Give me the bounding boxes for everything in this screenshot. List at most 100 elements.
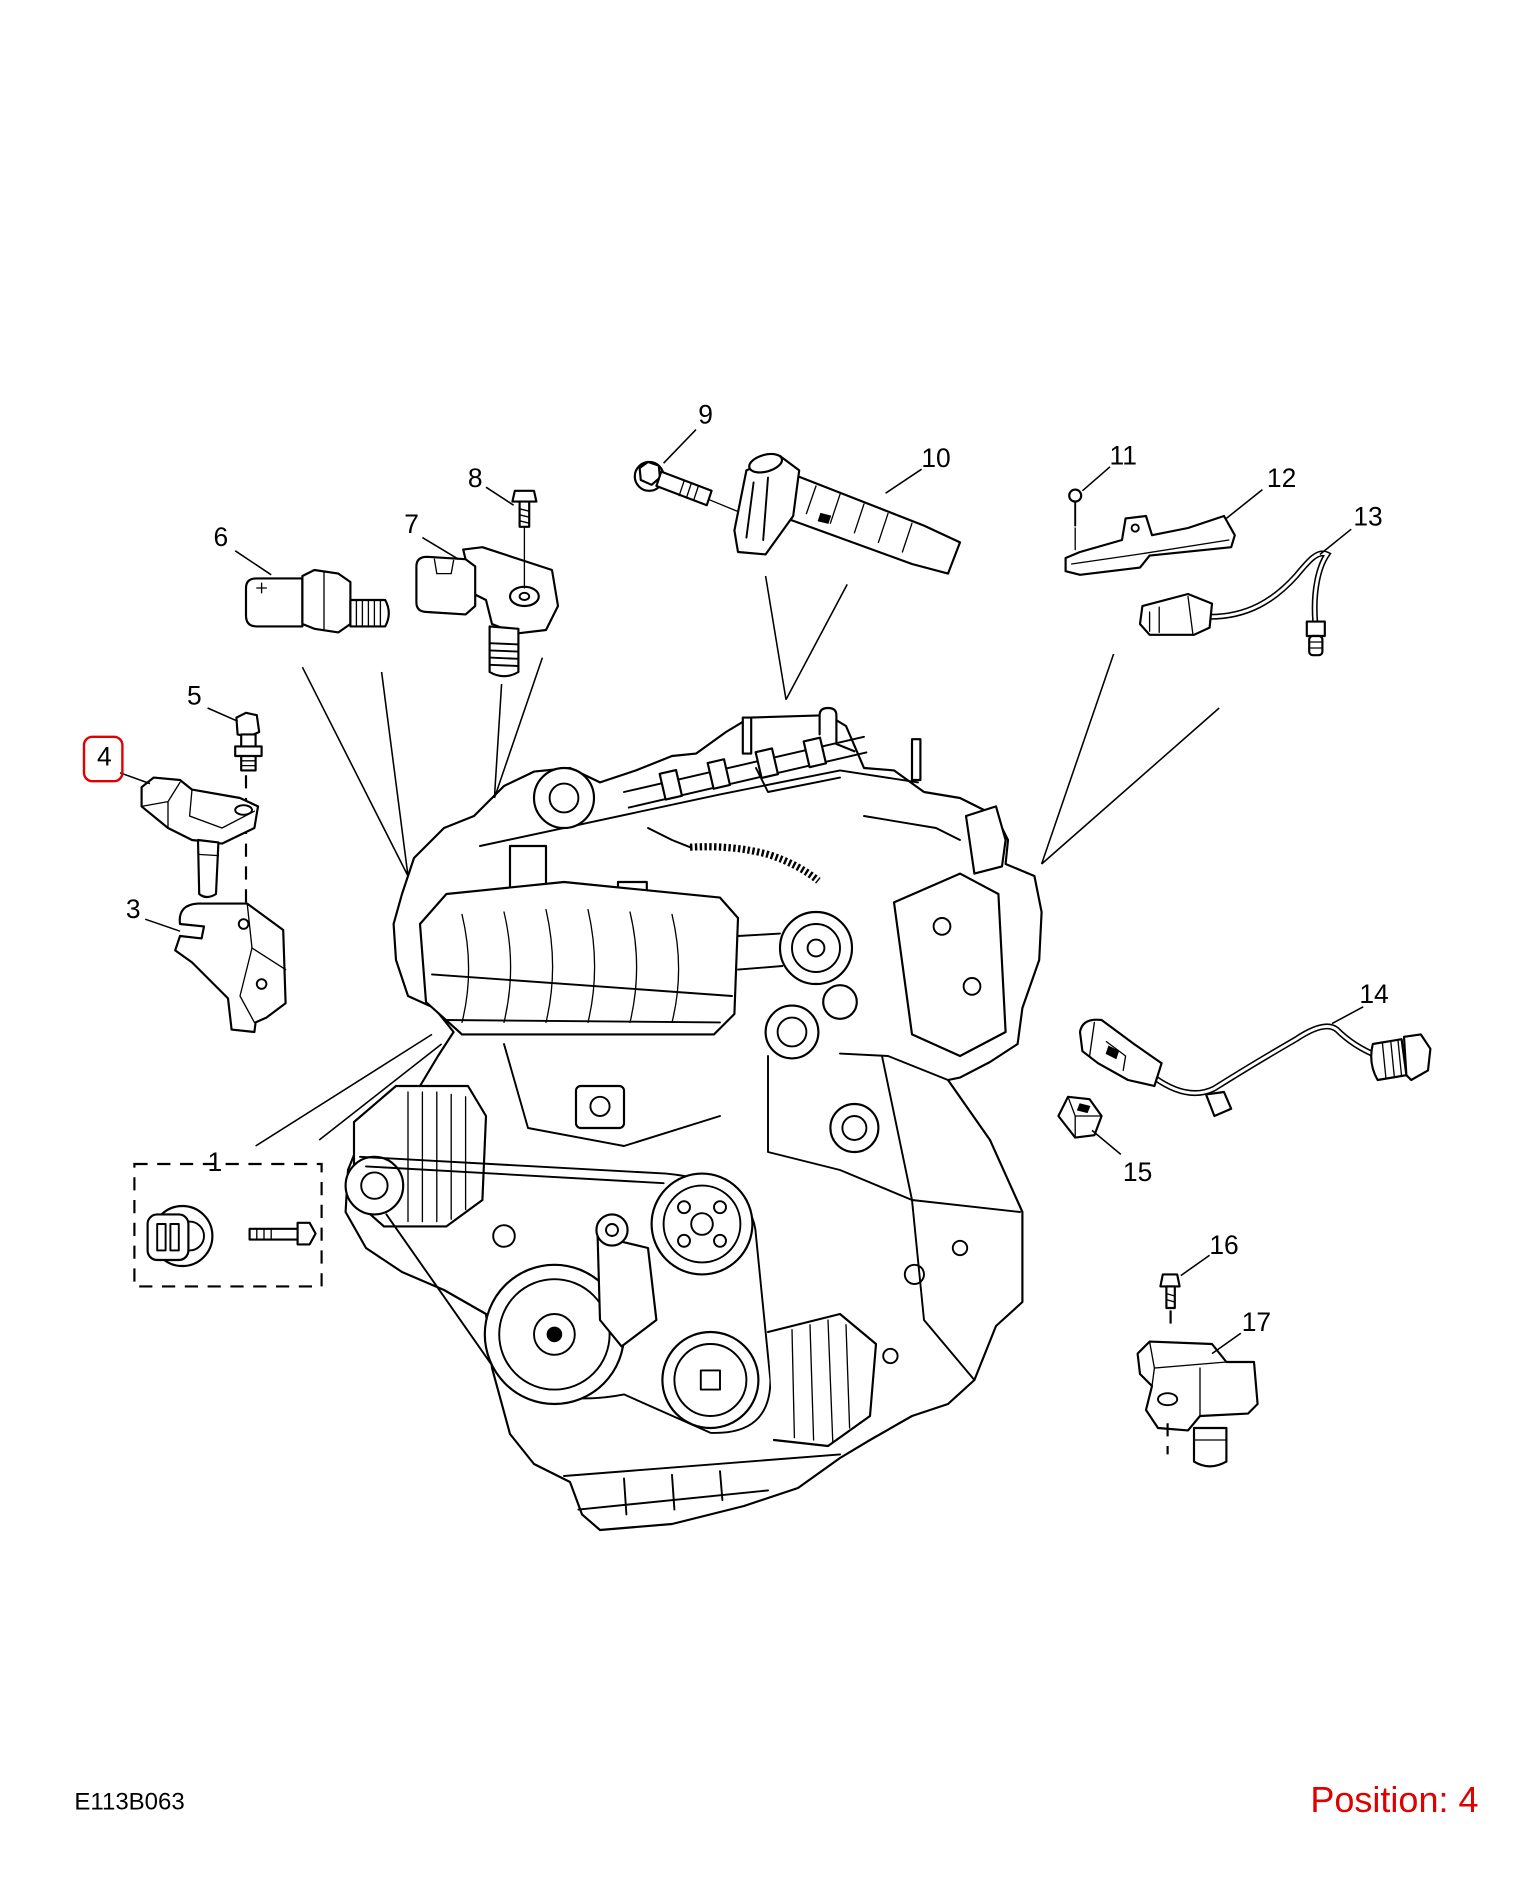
part-15-clip-slot: [1076, 1103, 1091, 1114]
part-9[interactable]: [633, 460, 750, 517]
leader-line-8: [485, 486, 515, 506]
oil-pan-rib: [623, 1470, 724, 1516]
intake-manifold: [418, 880, 740, 1036]
part-16[interactable]: [1159, 1273, 1181, 1332]
intake-flange: [443, 1019, 721, 1024]
block-boss: [574, 1084, 626, 1130]
part-4-mount-hole: [234, 804, 253, 816]
part-10-body-lines: [805, 485, 913, 553]
block-boss-hole: [589, 1095, 611, 1117]
throttle-body-bore: [791, 923, 841, 973]
part-5-thread: [240, 760, 257, 767]
callout-label-10[interactable]: 10: [921, 443, 950, 473]
engine-mount-bracket: [892, 872, 1007, 1058]
part-5-flange: [234, 745, 263, 758]
part-10[interactable]: [733, 451, 962, 575]
part-9-thread: [678, 480, 700, 502]
housing-port: [764, 1004, 820, 1060]
block-hole: [903, 1263, 925, 1285]
callout-label-6[interactable]: 6: [213, 522, 228, 552]
ac-compressor-pulley: [661, 1330, 760, 1430]
housing-port: [822, 984, 858, 1020]
part-6[interactable]: [244, 568, 390, 634]
part-6-hex: [301, 568, 352, 634]
leader-line-3: [144, 918, 181, 932]
leader-line-16: [1180, 1254, 1211, 1277]
part-13-connector: [1138, 592, 1214, 636]
pointer-line-13: [1041, 707, 1220, 865]
part-16-thread: [1165, 1292, 1176, 1303]
part-8[interactable]: [511, 489, 538, 589]
block-detail: [503, 1043, 721, 1147]
callout-label-13[interactable]: 13: [1353, 502, 1382, 532]
callout-label-5[interactable]: 5: [187, 680, 202, 710]
throttle-body-shaft: [806, 938, 826, 958]
throttle-pipe: [737, 932, 784, 971]
leader-line-15: [1091, 1129, 1122, 1155]
part-13-sensor-thread: [1308, 641, 1324, 649]
callout-label-4[interactable]: 4: [97, 742, 112, 772]
leader-line-9: [663, 429, 697, 464]
leader-line-5: [207, 707, 238, 722]
housing-port: [829, 1102, 880, 1154]
part-1-bolt-thread: [256, 1228, 272, 1241]
part-7-bracket: [462, 546, 560, 635]
callout-label-9[interactable]: 9: [698, 400, 713, 430]
callout-label-1[interactable]: 1: [207, 1147, 222, 1177]
leader-line-13: [1319, 528, 1352, 556]
part-14-cable-clip: [1204, 1090, 1233, 1118]
part-11[interactable]: [1068, 488, 1083, 551]
injector: [754, 747, 780, 780]
part-14[interactable]: [1078, 1018, 1432, 1118]
part-5-nut: [235, 711, 261, 738]
corrugated-hose: [689, 843, 821, 884]
part-6-connector-mark: [256, 582, 268, 594]
leader-line-10: [885, 468, 923, 494]
pointer-line-12: [1040, 653, 1115, 865]
part-7-mount-hole: [508, 585, 540, 608]
callout-label-3[interactable]: 3: [126, 894, 141, 924]
crankshaft-pulley-ring: [498, 1278, 611, 1391]
housing-port-inner: [841, 1115, 868, 1141]
part-14-cable-core: [1152, 1025, 1380, 1095]
callout-label-17[interactable]: 17: [1242, 1307, 1271, 1337]
part-15[interactable]: [1057, 1095, 1103, 1139]
water-pump-bolt-hole: [713, 1200, 727, 1215]
part-4-pipe: [196, 838, 220, 899]
part-7[interactable]: [415, 546, 560, 678]
position-label: Position: 4: [1310, 1779, 1478, 1820]
callout-label-11[interactable]: 11: [1109, 440, 1136, 470]
part-1[interactable]: [133, 1162, 323, 1288]
part-15-clip-edge: [1067, 1096, 1103, 1139]
part-14-connector-face: [1088, 1021, 1127, 1072]
part-13[interactable]: [1138, 550, 1332, 657]
part-1-connector-slot: [156, 1223, 167, 1252]
callout-label-8[interactable]: 8: [468, 463, 483, 493]
part-3[interactable]: [174, 902, 287, 1034]
callout-label-15[interactable]: 15: [1123, 1157, 1152, 1187]
accessory-belt-inner: [365, 1165, 665, 1185]
part-4[interactable]: [140, 776, 260, 899]
callout-label-7[interactable]: 7: [404, 509, 419, 539]
water-pump-bolt-hole: [677, 1233, 691, 1248]
part-13-sensor-hex: [1305, 620, 1326, 638]
part-12[interactable]: [1064, 514, 1236, 576]
part-5[interactable]: [234, 711, 263, 772]
callout-label-16[interactable]: 16: [1209, 1230, 1238, 1260]
callout-label-14[interactable]: 14: [1359, 979, 1388, 1009]
part-17-tip: [1192, 1426, 1228, 1468]
part-12-bracket: [1064, 514, 1236, 576]
ac-compressor-pulley-ring: [673, 1343, 748, 1417]
part-1-group-box: [133, 1162, 323, 1288]
head-detail: [863, 815, 961, 841]
cylinder-head-edge: [479, 769, 919, 847]
part-14-connector-latch: [1105, 1045, 1120, 1060]
part-3-bracket: [174, 902, 287, 1034]
callout-label-12[interactable]: 12: [1267, 463, 1296, 493]
part-7-tip-ribs: [488, 642, 520, 667]
part-13-sensor-tip: [1308, 634, 1324, 657]
housing-port-inner: [776, 1016, 808, 1048]
leader-line-14: [1331, 1006, 1364, 1025]
part-17[interactable]: [1136, 1340, 1259, 1468]
intake-runner: [545, 908, 554, 1024]
